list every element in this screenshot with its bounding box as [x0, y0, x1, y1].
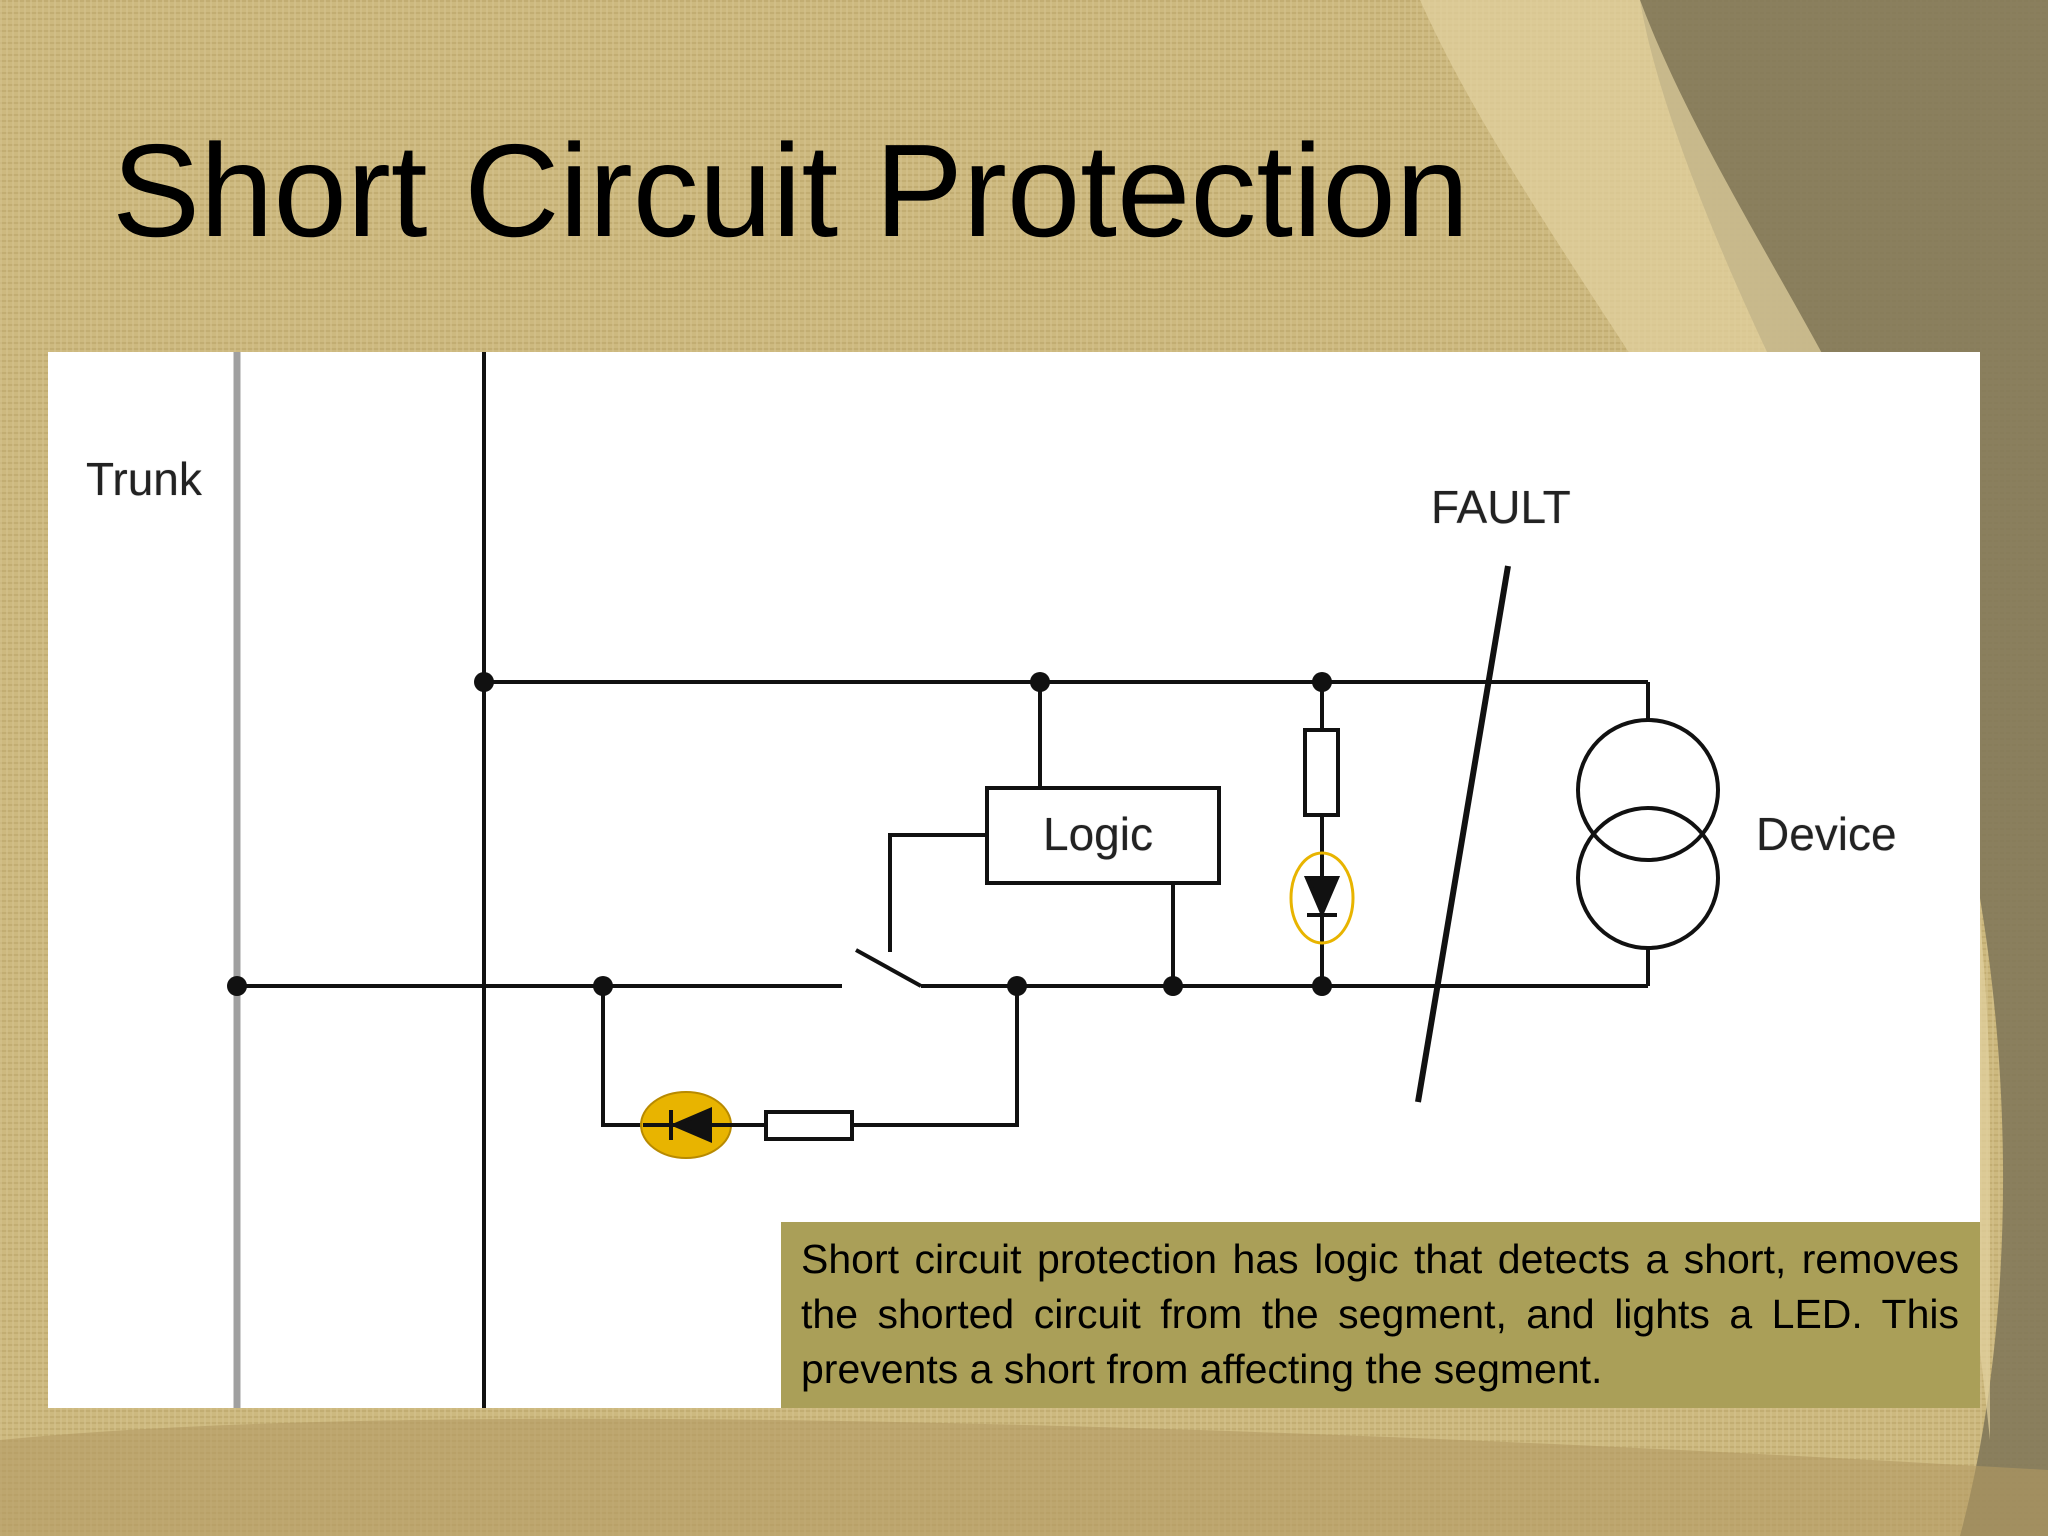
device-label: Device	[1756, 808, 1897, 860]
trunk-label: Trunk	[86, 453, 202, 505]
caption-text: Short circuit protection has logic that …	[801, 1236, 1959, 1392]
fault-slash	[1415, 565, 1511, 1103]
junction-dot	[593, 976, 613, 996]
junction-dot	[1163, 976, 1183, 996]
device-symbol	[1576, 718, 1720, 950]
junction-dot	[1007, 976, 1027, 996]
slide-title: Short Circuit Protection	[112, 117, 1470, 264]
junction-dot	[1312, 672, 1332, 692]
junction-dot	[474, 672, 494, 692]
circuit-schematic	[227, 352, 1720, 1408]
junction-dot	[227, 976, 247, 996]
resistor-horizontal	[764, 1110, 854, 1141]
switch-blade	[855, 948, 922, 988]
junction-dot	[1030, 672, 1050, 692]
led-loop-wire	[601, 986, 643, 1127]
resistor-vertical	[1303, 728, 1340, 817]
logic-label: Logic	[1043, 808, 1153, 860]
logic-switch-control-wire	[888, 833, 987, 952]
diode-ring-vertical	[1289, 851, 1355, 945]
junction-dots	[227, 672, 1332, 996]
fault-label: FAULT	[1431, 481, 1571, 533]
diode-vertical	[1303, 856, 1341, 928]
led-diode-symbol	[643, 1106, 733, 1144]
led-return-wire	[852, 986, 1019, 1127]
junction-dot	[1312, 976, 1332, 996]
caption-box	[781, 1222, 1980, 1408]
